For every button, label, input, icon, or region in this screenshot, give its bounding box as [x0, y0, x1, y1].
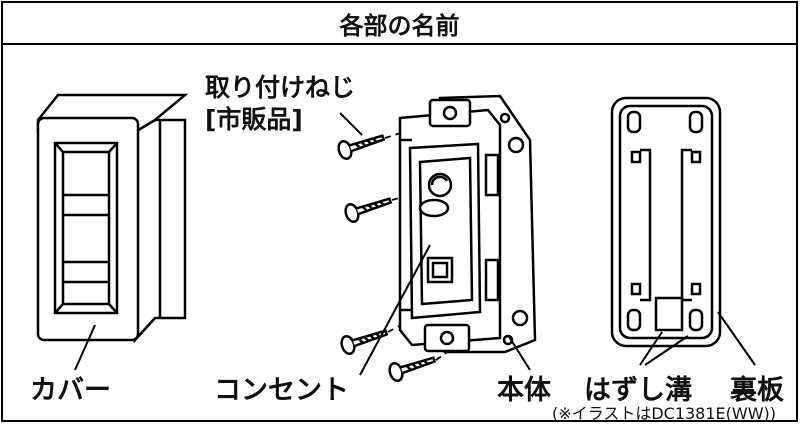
- label-outlet: コンセント: [214, 375, 349, 406]
- label-cover: カバー: [30, 375, 111, 406]
- screws-illustration: [337, 129, 463, 383]
- back-plate-illustration: [610, 96, 722, 348]
- outlet-body-illustration: [398, 94, 537, 354]
- label-screws-line2: [市販品]: [205, 105, 303, 134]
- label-back-plate: 裏板: [730, 375, 784, 406]
- label-screws-line1: 取り付けねじ: [205, 73, 356, 102]
- cover-illustration: [36, 93, 189, 344]
- label-body: 本体: [497, 375, 551, 406]
- diagram-title: 各部の名前: [3, 3, 796, 45]
- label-groove: はずし溝: [584, 375, 692, 406]
- illustration-caption: (※イラストはDC1381E(WW)): [552, 404, 777, 423]
- leader-lines: [74, 112, 756, 376]
